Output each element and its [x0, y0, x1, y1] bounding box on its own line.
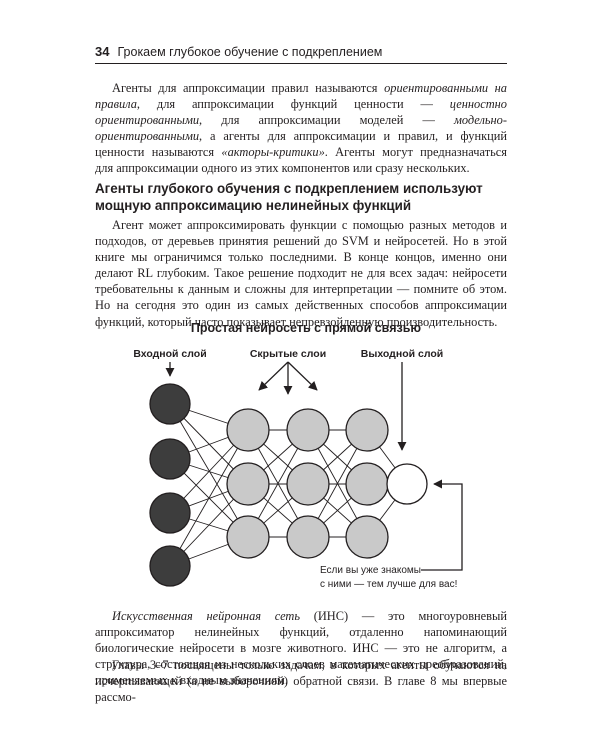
header-title: Грокаем глубокое обучение с подкрепление… — [117, 45, 383, 59]
hidden-pointer-arrow-left — [258, 361, 289, 391]
output-layer-label: Выходной слой — [361, 348, 443, 360]
note-connector — [421, 483, 463, 571]
neural-network-figure: Простая нейросеть с прямой связью Входно… — [95, 318, 507, 608]
input-neuron — [149, 492, 191, 534]
running-header: 34 Грокаем глубокое обучение с подкреплен… — [95, 43, 535, 61]
output-neuron — [386, 463, 428, 505]
paragraph-chapters: Главы 3–7 посвящены только задачам, в ко… — [95, 658, 507, 705]
input-neuron — [149, 383, 191, 425]
input-neuron — [149, 545, 191, 587]
hidden-neuron — [345, 408, 389, 452]
section-heading: Агенты глубокого обучения с подкрепление… — [95, 181, 483, 213]
paragraph-approximation: Агент может аппроксимировать функции с п… — [95, 218, 507, 329]
note-line-1: Если вы уже знакомы — [320, 565, 421, 576]
connection-line — [169, 403, 249, 538]
text-run: , для аппроксимации моделей — — [199, 113, 454, 128]
hidden-neuron — [345, 462, 389, 506]
emphasis-term: Искусственная нейронная сеть — [112, 609, 300, 623]
connection-line — [169, 429, 249, 567]
hidden-neuron — [286, 515, 330, 559]
paragraph-ann-definition: Искусственная нейронная сеть (ИНС) — это… — [95, 608, 507, 688]
emphasis-term: ориентированными на правила — [95, 81, 508, 112]
input-layer-label: Входной слой — [133, 348, 206, 360]
text-run: . Агенты могут предназначаться для аппро… — [95, 145, 507, 176]
hidden-neuron — [226, 462, 270, 506]
page-number: 34 — [95, 44, 110, 59]
hidden-neuron — [286, 408, 330, 452]
emphasis-term: «акторы-критики» — [221, 145, 325, 160]
hidden-neuron — [226, 408, 270, 452]
emphasis-term: ценностно ориентированными — [95, 97, 507, 128]
text-run: , а агенты для аппроксимации и правил, и… — [95, 129, 507, 160]
hidden-neuron — [286, 462, 330, 506]
network-diagram: Простая нейросеть с прямой связью Входно… — [133, 321, 463, 590]
text-run: (ИНС) — это многоуровневый аппроксиматор… — [95, 609, 507, 688]
hidden-neuron — [345, 515, 389, 559]
input-neuron — [149, 438, 191, 480]
paragraph-agents-types: Агенты для аппроксимации правил называют… — [95, 80, 507, 177]
neurons — [149, 383, 428, 587]
hidden-pointer-arrow-right — [287, 361, 318, 391]
figure-title: Простая нейросеть с прямой связью — [191, 321, 421, 335]
emphasis-term: модельно-ориентированными — [95, 113, 507, 144]
hidden-neuron — [226, 515, 270, 559]
hidden-layers-label: Скрытые слои — [250, 348, 326, 360]
header-rule — [95, 63, 507, 64]
text-run: , для аппроксимации функций ценности — — [136, 97, 450, 112]
note-line-2: с ними — тем лучше для вас! — [320, 579, 457, 590]
text-run: Агенты для аппроксимации правил называют… — [112, 81, 385, 95]
